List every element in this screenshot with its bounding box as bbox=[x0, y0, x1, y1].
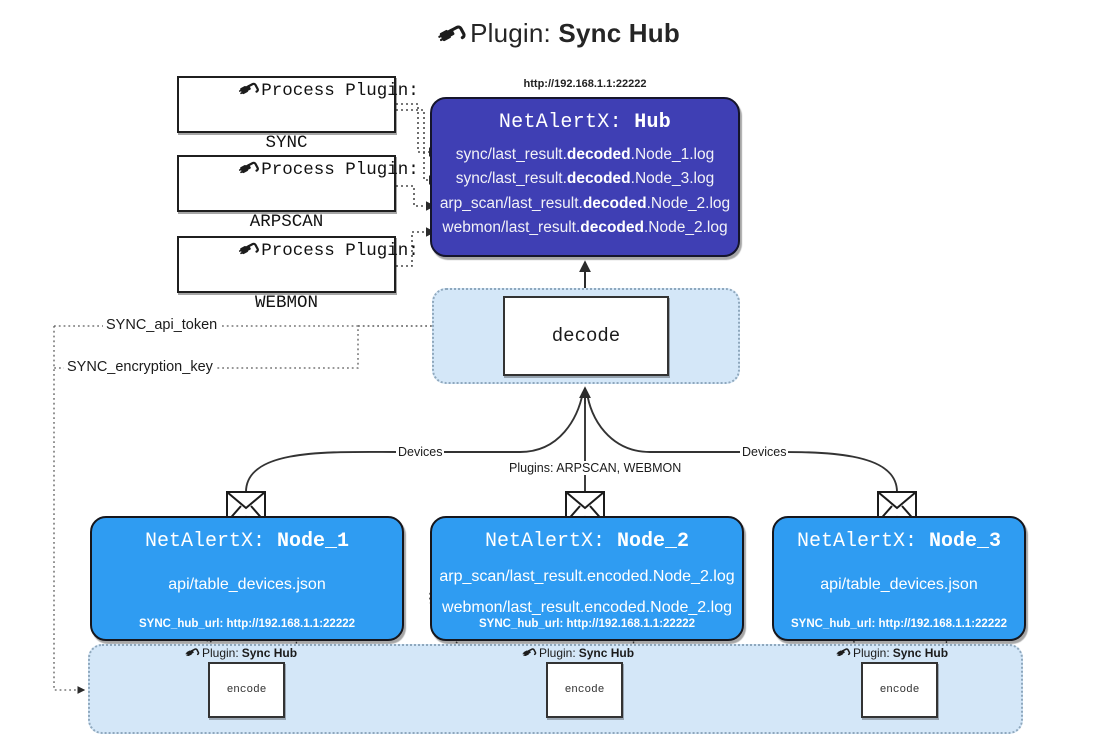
plug-icon bbox=[154, 212, 260, 291]
process-plugin-heading: Process Plugin: bbox=[261, 241, 419, 262]
node-line: api/table_devices.json bbox=[820, 576, 978, 593]
page-title: Plugin: Sync Hub bbox=[0, 18, 1117, 52]
process-plugin-heading: Process Plugin: bbox=[261, 160, 419, 181]
node-footer: SYNC_hub_url: http://192.168.1.1:22222 bbox=[478, 618, 696, 630]
plug-icon bbox=[185, 645, 200, 661]
plug-icon bbox=[437, 19, 467, 52]
config-encryption-key-label: SYNC_encryption_key bbox=[64, 359, 216, 375]
hub-url-label: http://192.168.1.1:22222 bbox=[523, 78, 647, 90]
hub-log-line: webmon/last_result.decoded.Node_2.log bbox=[442, 219, 728, 237]
node-box-node-1[interactable]: NetAlertX: Node_1 api/table_devices.json… bbox=[90, 516, 404, 641]
hub-log-line: arp_scan/last_result.decoded.Node_2.log bbox=[439, 194, 731, 212]
plug-icon bbox=[522, 645, 537, 661]
node-lines: api/table_devices.json bbox=[774, 569, 1024, 600]
node-line: webmon/last_result.encoded.Node_2.log bbox=[442, 599, 732, 617]
node-lines: arp_scan/last_result.encoded.Node_2.log … bbox=[432, 561, 742, 623]
node-box-node-2[interactable]: NetAlertX: Node_2 arp_scan/last_result.e… bbox=[430, 516, 744, 641]
node-title: NetAlertX: Node_1 bbox=[144, 530, 350, 553]
edge-config-to-bottom-zone bbox=[53, 326, 86, 694]
node-box-node-3[interactable]: NetAlertX: Node_3 api/table_devices.json… bbox=[772, 516, 1026, 641]
process-plugin-heading: Process Plugin: bbox=[261, 81, 419, 102]
node-line: arp_scan/last_result.encoded.Node_2.log bbox=[439, 568, 735, 585]
node-footer: SYNC_hub_url: http://192.168.1.1:22222 bbox=[790, 618, 1008, 630]
encode-label-prefix: Plugin: bbox=[202, 646, 239, 660]
plug-icon bbox=[836, 645, 851, 661]
process-plugin-webmon-box[interactable]: Process Plugin: WEBMON bbox=[177, 236, 419, 313]
encode-label-prefix: Plugin: bbox=[539, 646, 576, 660]
hub-box[interactable]: NetAlertX: Hub sync/last_result.decoded.… bbox=[430, 97, 740, 257]
hub-log-line: sync/last_result.decoded.Node_1.log bbox=[455, 146, 715, 163]
plug-icon bbox=[154, 52, 260, 131]
decode-box[interactable]: decode bbox=[503, 296, 669, 376]
encode-box-node-1[interactable]: encode bbox=[208, 662, 285, 718]
encode-box-node-2[interactable]: encode bbox=[546, 662, 623, 718]
node-title: NetAlertX: Node_3 bbox=[796, 530, 1002, 553]
edge-node1-devices-to-decode bbox=[245, 391, 584, 493]
encode-label-prefix: Plugin: bbox=[853, 646, 890, 660]
encode-plugin-label-node-1: Plugin: Sync Hub bbox=[185, 645, 297, 661]
plug-icon bbox=[154, 131, 260, 210]
encode-label-name: Sync Hub bbox=[578, 646, 635, 660]
process-plugin-name: SYNC bbox=[265, 133, 308, 154]
encode-box-node-3[interactable]: encode bbox=[861, 662, 938, 718]
node-footer: SYNC_hub_url: http://192.168.1.1:22222 bbox=[138, 618, 356, 630]
process-plugin-name: ARPSCAN bbox=[249, 212, 324, 233]
hub-title-name: Hub bbox=[634, 111, 672, 134]
hub-title: NetAlertX: Hub bbox=[432, 111, 738, 134]
encode-plugin-label-node-2: Plugin: Sync Hub bbox=[522, 645, 634, 661]
encode-plugin-label-node-3: Plugin: Sync Hub bbox=[836, 645, 948, 661]
node-title: NetAlertX: Node_2 bbox=[484, 530, 690, 553]
edge-label-devices-left: Devices bbox=[396, 445, 445, 459]
node-line: api/table_devices.json bbox=[168, 576, 326, 593]
page-title-prefix: Plugin: bbox=[470, 18, 559, 48]
process-plugin-sync-box[interactable]: Process Plugin: SYNC bbox=[177, 76, 419, 153]
process-plugin-name: WEBMON bbox=[254, 293, 318, 314]
hub-log-line: sync/last_result.decoded.Node_3.log bbox=[455, 170, 715, 188]
edge-label-plugins: Plugins: ARPSCAN, WEBMON bbox=[507, 461, 684, 475]
hub-title-prefix: NetAlertX: bbox=[498, 111, 635, 134]
edge-node3-devices-to-decode bbox=[586, 391, 898, 493]
encode-label-name: Sync Hub bbox=[892, 646, 949, 660]
edge-label-devices-right: Devices bbox=[740, 445, 789, 459]
node-lines: api/table_devices.json bbox=[92, 569, 402, 600]
process-plugin-arpscan-box[interactable]: Process Plugin: ARPSCAN bbox=[177, 155, 419, 232]
encode-label-name: Sync Hub bbox=[241, 646, 298, 660]
config-api-token-label: SYNC_api_token bbox=[103, 317, 221, 333]
page-title-name: Sync Hub bbox=[558, 18, 680, 48]
